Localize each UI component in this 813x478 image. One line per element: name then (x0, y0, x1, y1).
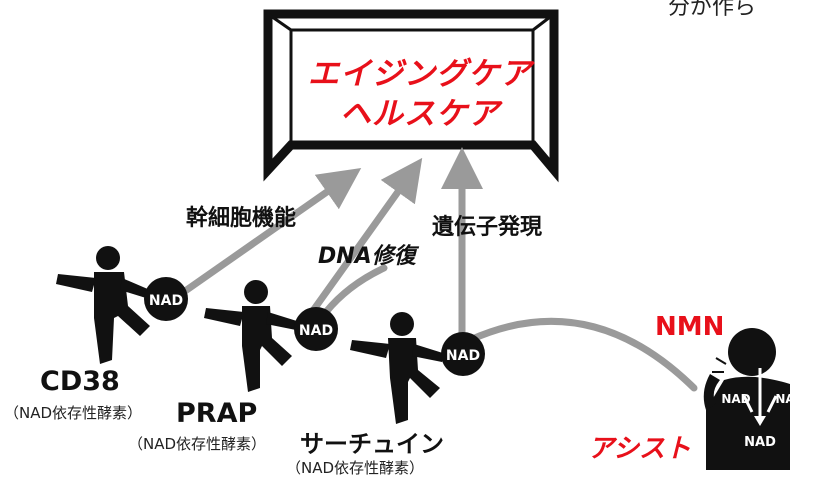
player-note-sirtuin: （NAD依存性酵素） (286, 459, 425, 477)
cut-off-heading: 分が作ら (668, 0, 757, 20)
goal-frame (263, 9, 559, 183)
nad-label-bottom: NAD (744, 435, 776, 450)
player-note-cd38: （NAD依存性酵素） (4, 404, 143, 422)
arrow-prap-dna-repair-1 (308, 157, 423, 316)
svg-text:NAD: NAD (446, 348, 480, 364)
player-name-sirtuin: サーチュイン (300, 430, 444, 458)
nad-label-left: NAD (721, 392, 750, 406)
goal-title-line2: ヘルスケア (340, 96, 500, 132)
nmn-assist-marks (712, 357, 727, 373)
arrow-cd38-stem-cell (174, 167, 362, 300)
nad-conversion-arrows (742, 368, 778, 426)
nmn-title: NMN (655, 312, 725, 342)
assist-curve (466, 317, 698, 392)
nad-ball-cd38: NAD (144, 277, 188, 321)
label-gene-expression: 遺伝子発現 (432, 215, 543, 240)
player-sirtuin-icon (350, 312, 446, 424)
svg-text:NAD: NAD (299, 323, 333, 339)
player-name-cd38: CD38 (40, 366, 120, 397)
player-prap-icon (204, 280, 300, 392)
svg-text:NAD: NAD (149, 293, 183, 309)
player-name-prap: PRAP (176, 398, 258, 429)
arrows (174, 147, 698, 392)
label-stem-cell-function: 幹細胞機能 (186, 206, 297, 231)
goal-title-line1: エイジングケア (308, 56, 532, 92)
player-note-prap: （NAD依存性酵素） (128, 435, 267, 453)
nmn-person-icon (703, 328, 790, 470)
assist-label: アシスト (588, 434, 691, 464)
nad-ball-prap: NAD (294, 307, 338, 351)
label-dna-repair: DNA修復 (318, 244, 416, 269)
nad-label-right: NAD (775, 392, 804, 406)
nad-ball-sirtuin: NAD (441, 332, 485, 376)
player-cd38-icon (56, 246, 150, 364)
arrow-prap-dna-repair-2 (322, 264, 388, 316)
